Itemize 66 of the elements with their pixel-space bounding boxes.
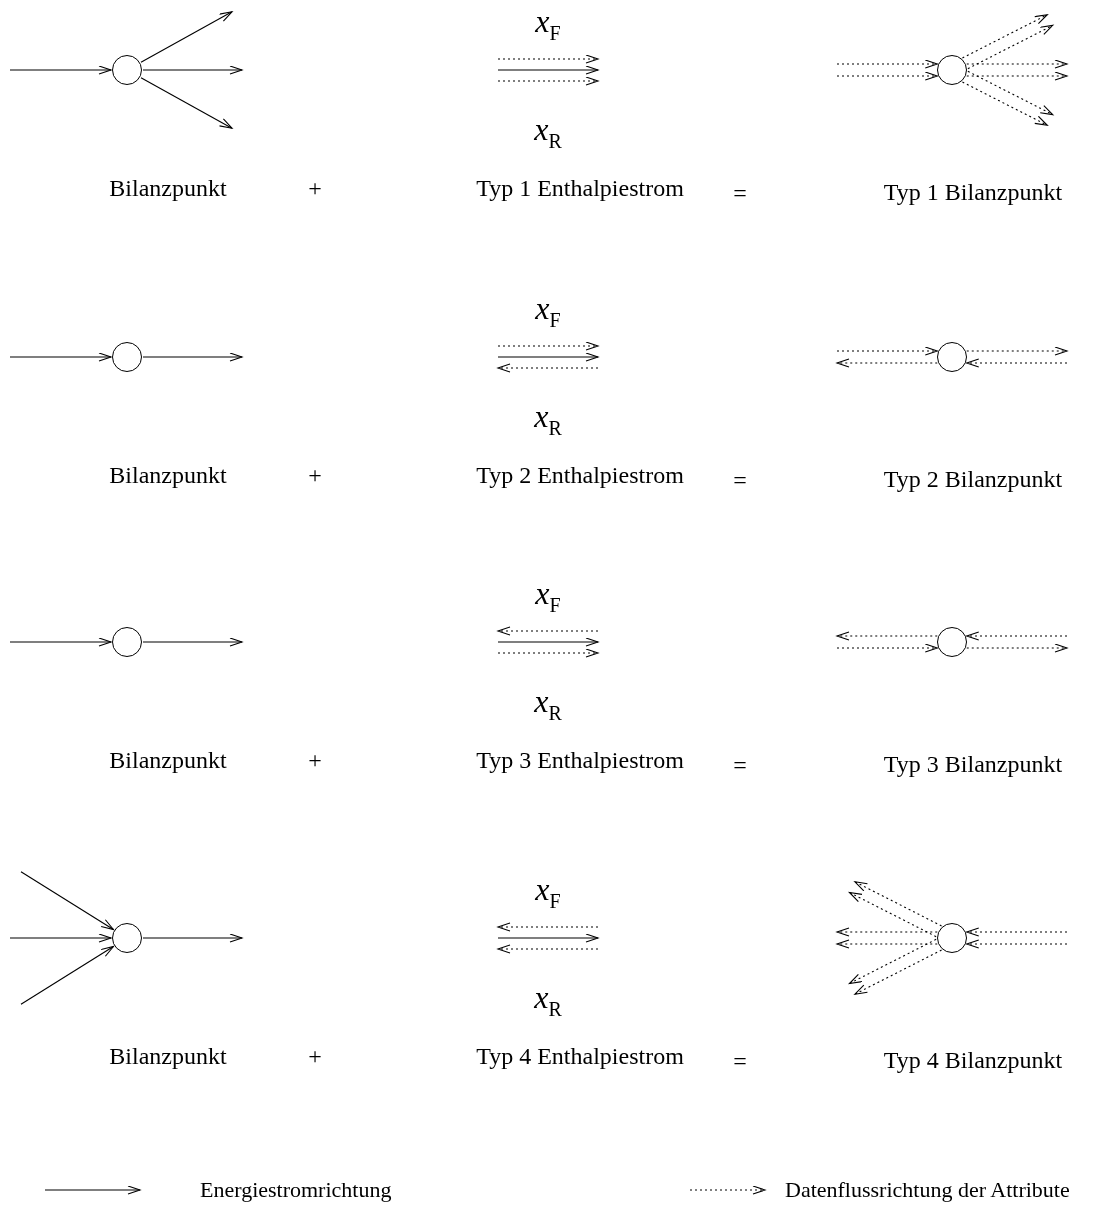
operator-sign: + xyxy=(308,746,322,774)
arrow xyxy=(142,65,243,75)
arrow xyxy=(20,871,114,931)
caption-text: Bilanzpunkt xyxy=(109,461,227,489)
variable-label: x$_{R}$ xyxy=(534,112,562,152)
arrow xyxy=(9,637,112,647)
operator-sign: = xyxy=(733,466,747,494)
operator-sign: + xyxy=(308,174,322,202)
arrow xyxy=(836,346,938,356)
operator-sign: + xyxy=(308,1042,322,1070)
operator-sign: + xyxy=(308,461,322,489)
variable-label: x$_{F}$ xyxy=(535,576,561,616)
arrow xyxy=(848,938,937,985)
arrow xyxy=(20,945,114,1005)
arrow xyxy=(961,81,1048,126)
caption-text: Typ 1 Bilanzpunkt xyxy=(883,178,1063,206)
arrow xyxy=(854,949,943,995)
variable-label: x$_{F}$ xyxy=(535,4,561,44)
arrow xyxy=(836,643,938,653)
operator-sign: = xyxy=(733,751,747,779)
arrow xyxy=(836,71,938,81)
arrow xyxy=(9,933,112,943)
caption-text: Typ 2 Enthalpiestrom xyxy=(476,461,684,489)
arrow xyxy=(966,643,1068,653)
variable-label: x$_{R}$ xyxy=(534,684,562,724)
arrow xyxy=(854,881,943,927)
caption-text: Typ 4 Enthalpiestrom xyxy=(476,1042,684,1070)
caption-text: Typ 3 Enthalpiestrom xyxy=(476,746,684,774)
arrow xyxy=(967,70,1054,116)
arrow xyxy=(848,891,937,938)
caption-text: Bilanzpunkt xyxy=(109,1042,227,1070)
arrow xyxy=(966,59,1068,69)
arrow xyxy=(961,14,1048,59)
variable-label: x$_{F}$ xyxy=(535,291,561,331)
legend-text: Datenflussrichtung der Attribute xyxy=(785,1177,1070,1203)
arrow xyxy=(836,358,938,368)
arrow xyxy=(140,11,233,63)
caption-text: Bilanzpunkt xyxy=(109,746,227,774)
operator-sign: = xyxy=(733,1047,747,1075)
arrow xyxy=(836,59,938,69)
arrow xyxy=(140,77,233,129)
caption-text: Typ 1 Enthalpiestrom xyxy=(476,174,684,202)
caption-text: Typ 4 Bilanzpunkt xyxy=(883,1046,1063,1074)
arrow xyxy=(966,631,1068,641)
arrow xyxy=(142,933,243,943)
arrow xyxy=(966,358,1068,368)
arrow xyxy=(142,352,243,362)
caption-text: Typ 2 Bilanzpunkt xyxy=(883,465,1063,493)
arrow xyxy=(967,24,1054,70)
variable-label: x$_{F}$ xyxy=(535,872,561,912)
arrow xyxy=(9,352,112,362)
caption-text: Typ 3 Bilanzpunkt xyxy=(883,750,1063,778)
variable-label: x$_{R}$ xyxy=(534,399,562,439)
arrow xyxy=(966,939,1068,949)
arrow xyxy=(836,631,938,641)
arrow xyxy=(966,71,1068,81)
caption-text: Bilanzpunkt xyxy=(109,174,227,202)
legend-text: Energiestromrichtung xyxy=(200,1177,392,1203)
variable-label: x$_{R}$ xyxy=(534,980,562,1020)
arrow xyxy=(836,927,938,937)
arrow xyxy=(836,939,938,949)
arrow xyxy=(966,927,1068,937)
operator-sign: = xyxy=(733,179,747,207)
arrow xyxy=(9,65,112,75)
arrow xyxy=(142,637,243,647)
arrow xyxy=(966,346,1068,356)
